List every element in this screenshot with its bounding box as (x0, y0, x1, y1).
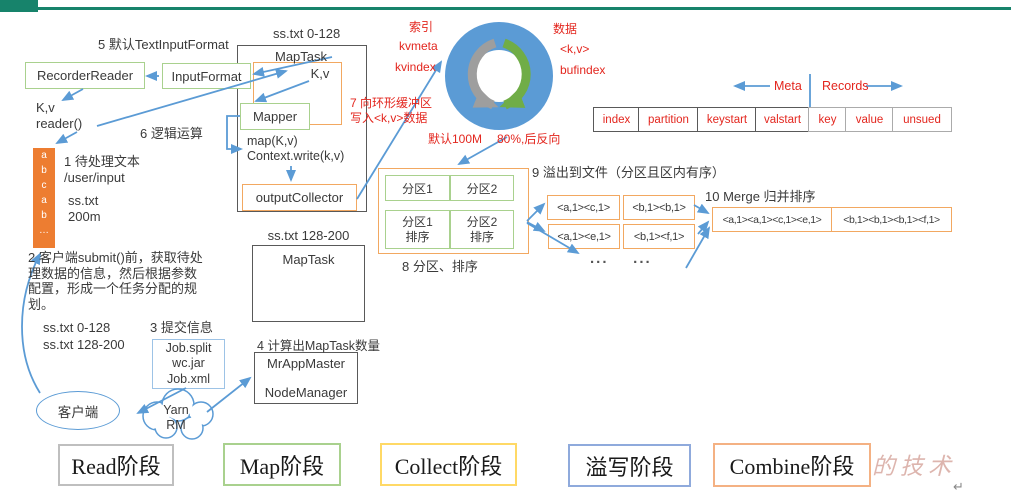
ring-kvindex: kvindex (395, 60, 436, 74)
ring-spill-trigger: 80%,后反向 (497, 132, 561, 146)
note-6: 6 逻辑运算 (140, 126, 203, 141)
ring-bufindex: bufindex (560, 63, 606, 77)
meta-cell-keystart: keystart (697, 107, 757, 132)
spill-file-2b: <b,1><f,1> (623, 224, 695, 249)
arrow-recorderreader-to-reader (61, 88, 84, 101)
yarn-rm-label: Yarn RM (163, 403, 189, 432)
job-xml: Job.xml (166, 371, 211, 386)
arrow-spill1-to-merge (693, 203, 710, 214)
node-manager: NodeManager (264, 385, 348, 400)
partition2-sorted-box: 分区2 排序 (450, 210, 514, 249)
meta-cell-index: index (593, 107, 640, 132)
map-fn-line1: map(K,v) (247, 134, 298, 148)
mr-app-master: MrAppMaster (266, 356, 346, 371)
letter: c (41, 180, 47, 191)
mapper-box: Mapper (240, 103, 310, 130)
recorder-reader-box: RecorderReader (25, 62, 145, 89)
split2-caption: ss.txt 128-200 (267, 228, 350, 243)
note-1: 1 待处理文本 /user/input (64, 154, 140, 186)
wc-jar: wc.jar (172, 356, 205, 371)
mrappmaster-box: MrAppMaster NodeManager (254, 352, 358, 404)
watermark: 的技术 (872, 454, 956, 480)
record-cell-unsued: unsued (892, 107, 952, 132)
output-collector-box: outputCollector (242, 184, 357, 211)
note-2: 2 客户端submit()前，获取待处理数据的信息，然后根据参数配置，形成一个任… (28, 250, 203, 312)
maptask2-box: MapTask (252, 245, 365, 322)
ring-kv: <k,v> (560, 42, 590, 56)
partition2-sorted-label: 分区2 排序 (466, 214, 498, 244)
job-split: Job.split (165, 340, 212, 355)
ring-kvmeta: kvmeta (399, 39, 438, 53)
phase-read: Read阶段 (58, 444, 174, 486)
letter: a (41, 150, 47, 161)
partition2-box: 分区2 (450, 175, 514, 201)
phase-collect: Collect阶段 (380, 443, 517, 486)
letter-ellipsis: … (39, 225, 49, 236)
record-cell-value: value (845, 107, 894, 132)
maptask1-label: MapTask (274, 49, 328, 64)
ring-default-size: 默认100M (428, 132, 483, 146)
note-9: 9 溢出到文件（分区且区内有序） (532, 165, 725, 180)
return-mark: ↵ (953, 479, 964, 494)
meta-cell-valstart: valstart (755, 107, 810, 132)
input-format-box: InputFormat (162, 63, 251, 89)
ring-data-title: 数据 (553, 22, 578, 36)
phase-map: Map阶段 (223, 443, 341, 486)
note-4: 4 计算出MapTask数量 (257, 339, 380, 353)
merge-file-b: <b,1><b,1><b,1><f,1> (831, 207, 952, 232)
kv-label: K,v (310, 66, 330, 81)
arrow-partitions-to-spill2 (526, 221, 546, 232)
spill-ellipsis: ... ... (590, 250, 652, 267)
record-cell-key: key (808, 107, 847, 132)
note-3: 3 提交信息 (150, 320, 213, 335)
split1-caption: ss.txt 0-128 (273, 26, 341, 41)
input-data-column: a b c a b … (33, 148, 55, 248)
kvmeta-direction-arrow (467, 38, 499, 110)
phase-combine: Combine阶段 (713, 443, 871, 487)
merge-file-a: <a,1><a,1><c,1><e,1> (712, 207, 832, 232)
arrow-partitions-to-spill1 (526, 202, 546, 222)
job-files-box: Job.split wc.jar Job.xml (152, 339, 225, 389)
note-1-file: ss.txt 200m (68, 193, 101, 225)
note-2-split1: ss.txt 0-128 (43, 320, 111, 335)
phase-spill: 溢写阶段 (568, 444, 691, 487)
spill-file-1b: <b,1><b,1> (623, 195, 695, 220)
note-10: 10 Merge 归并排序 (705, 189, 816, 204)
letter: b (41, 165, 47, 176)
note-5: 5 默认TextInputFormat (98, 37, 229, 52)
partition1-sorted-box: 分区1 排序 (385, 210, 450, 249)
records-label: Records (822, 79, 869, 93)
letter: b (41, 210, 47, 221)
note-2-split2: ss.txt 128-200 (43, 337, 125, 352)
header-accent-block (0, 0, 38, 12)
meta-label: Meta (774, 79, 802, 93)
note-8: 8 分区、排序 (402, 259, 478, 274)
kv-reader-label: K,v reader() (36, 100, 83, 132)
header-rule (0, 7, 1011, 10)
map-fn-line2: Context.write(k,v) (247, 149, 345, 163)
partition1-sorted-label: 分区1 排序 (402, 214, 433, 244)
arrow-reader-to-input-column (55, 131, 78, 144)
note-7: 7 向环形缓冲区 写入<k,v>数据 (350, 96, 433, 125)
meta-cell-partition: partition (638, 107, 699, 132)
spill-file-2a: <a,1><e,1> (548, 224, 620, 249)
client-ellipse: 客户端 (36, 391, 120, 430)
ring-index-title: 索引 (409, 20, 434, 34)
kv-data-direction-arrow (499, 38, 531, 110)
spill-file-1a: <a,1><c,1> (547, 195, 620, 220)
arrow-spill2-to-merge (697, 220, 710, 235)
ring-buffer-donut (445, 22, 553, 130)
letter: a (41, 195, 47, 206)
partition1-box: 分区1 (385, 175, 450, 201)
